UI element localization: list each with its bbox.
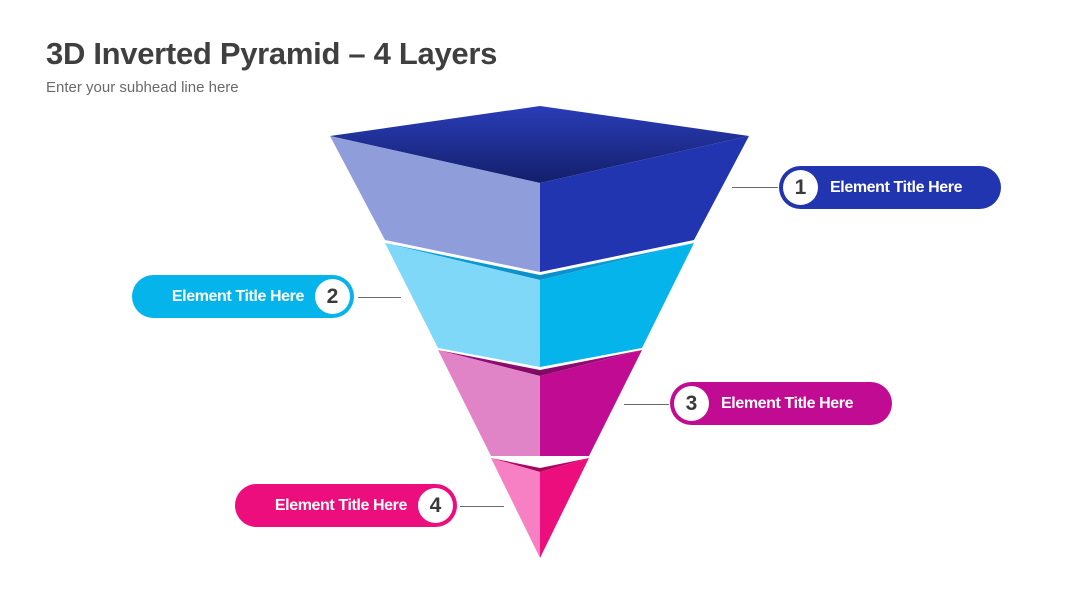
pyramid-layer-2: [385, 243, 694, 367]
layer-2-label: Element Title Here 2: [132, 275, 354, 318]
layer-1-label: 1 Element Title Here: [779, 166, 1001, 209]
layer-4-label: Element Title Here 4: [235, 484, 457, 527]
layer-4-top-face: [491, 458, 589, 472]
pyramid-layer-1: [330, 106, 749, 272]
layer-3-title: Element Title Here: [721, 394, 854, 412]
layer-1-left-face: [330, 136, 540, 272]
layer-3-right-face: [540, 350, 642, 456]
pyramid-layer-3: [438, 350, 642, 456]
layer-1-number-badge: 1: [783, 170, 818, 205]
layer-1-title: Element Title Here: [830, 178, 963, 196]
layer-2-title: Element Title Here: [171, 287, 305, 305]
layer-2-number-badge: 2: [315, 279, 350, 314]
pyramid-layer-4: [491, 458, 589, 558]
layer-4-right-face: [540, 458, 589, 558]
layer-3-number-badge: 3: [674, 386, 709, 421]
page-title: 3D Inverted Pyramid – 4 Layers: [46, 36, 498, 71]
layer-3-left-face: [438, 350, 540, 456]
connector-3: [624, 404, 669, 405]
page-subtitle: Enter your subhead line here: [46, 79, 239, 96]
layer-3-top-face: [438, 350, 642, 376]
layer-2-right-face: [540, 243, 694, 367]
layer-1-right-face: [540, 136, 749, 272]
layer-2-left-face: [385, 243, 540, 367]
connector-1: [732, 187, 778, 188]
layer-4-title: Element Title Here: [274, 496, 408, 514]
layer-1-top-face: [330, 106, 749, 183]
connector-4: [460, 506, 504, 507]
layer-4-left-face: [491, 458, 540, 558]
connector-2: [358, 297, 401, 298]
layer-3-label: 3 Element Title Here: [670, 382, 892, 425]
layer-4-number-badge: 4: [418, 488, 453, 523]
